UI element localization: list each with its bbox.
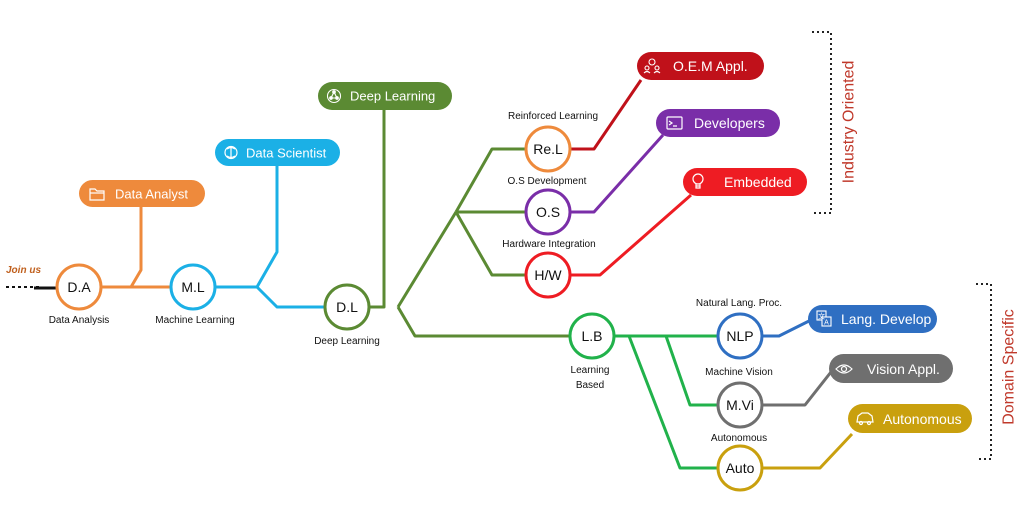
- node-os[interactable]: O.S: [524, 188, 572, 236]
- edge-mvi-vision: [763, 371, 833, 407]
- pill-deep-learning-label: Deep Learning: [350, 89, 435, 104]
- svg-text:文: 文: [818, 312, 825, 321]
- brain-icon: [224, 145, 238, 160]
- node-auto[interactable]: Auto: [716, 444, 764, 492]
- node-da[interactable]: D.A: [55, 263, 103, 311]
- pill-lang-develop-label: Lang. Develop: [841, 311, 932, 327]
- pill-oem-appl[interactable]: O.E.M Appl.: [637, 52, 764, 80]
- node-ml-label: M.L: [181, 279, 205, 295]
- node-da-label: D.A: [67, 279, 91, 295]
- people-gear-icon: [643, 58, 661, 74]
- edge-rel-oem: [571, 79, 643, 151]
- node-hw[interactable]: H/W: [524, 251, 572, 299]
- edge-nlp-lang: [763, 318, 812, 338]
- svg-text:A: A: [824, 320, 829, 327]
- node-os-caption: O.S Development: [508, 176, 587, 187]
- node-da-caption: Data Analysis: [49, 315, 110, 326]
- translate-icon: 文 A: [816, 310, 832, 327]
- edge-da-analyst: [129, 206, 143, 288]
- terminal-icon: [666, 116, 683, 130]
- node-mvi-label: M.Vi: [726, 397, 754, 413]
- edge-ml-scientist: [255, 165, 279, 288]
- node-lb[interactable]: L.B: [568, 312, 616, 360]
- edge-dl-industry: [396, 211, 458, 308]
- pill-deep-learning[interactable]: Deep Learning: [318, 82, 452, 110]
- node-mvi-caption: Machine Vision: [705, 367, 773, 378]
- node-dl-label: D.L: [336, 299, 358, 315]
- pill-embedded[interactable]: Embedded: [683, 168, 807, 196]
- pill-oem-appl-label: O.E.M Appl.: [673, 58, 748, 74]
- node-lb-caption-2: Based: [576, 380, 604, 391]
- node-rel-caption: Reinforced Learning: [508, 111, 598, 122]
- node-auto-label: Auto: [726, 460, 755, 476]
- domain-bracket: [976, 283, 992, 460]
- node-dl-caption: Deep Learning: [314, 336, 380, 347]
- industry-bracket: [812, 31, 832, 214]
- node-hw-caption: Hardware Integration: [502, 239, 595, 250]
- node-rel[interactable]: Re.L: [524, 125, 572, 173]
- node-ml-caption: Machine Learning: [155, 315, 235, 326]
- edge-lb-mvi: [664, 335, 717, 407]
- edge-industry-hw: [454, 211, 525, 277]
- node-nlp-label: NLP: [726, 328, 753, 344]
- node-auto-caption: Autonomous: [711, 433, 767, 444]
- node-dl[interactable]: D.L: [323, 283, 371, 331]
- car-icon: [856, 412, 874, 426]
- pill-developers[interactable]: Developers: [656, 109, 780, 137]
- pill-autonomous-label: Autonomous: [883, 411, 962, 427]
- folder-icon: [89, 188, 105, 201]
- pill-data-scientist[interactable]: Data Scientist: [215, 139, 340, 166]
- pill-data-analyst[interactable]: Data Analyst: [79, 180, 205, 207]
- eye-icon: [835, 364, 853, 374]
- node-hw-label: H/W: [534, 267, 562, 283]
- pill-data-scientist-label: Data Scientist: [246, 146, 327, 161]
- lightbulb-chip-icon: [692, 173, 704, 189]
- edge-os-developers: [571, 133, 665, 214]
- edge-lb-auto: [627, 335, 717, 470]
- node-lb-caption: Learning: [571, 365, 610, 376]
- industry-oriented-label: Industry Oriented: [841, 61, 858, 184]
- node-os-label: O.S: [536, 204, 560, 220]
- neural-network-icon: [326, 88, 342, 104]
- edge-ml-dl: [216, 285, 325, 309]
- pill-vision-appl[interactable]: Vision Appl.: [829, 354, 953, 383]
- edge-hw-embedded: [571, 193, 692, 277]
- pill-vision-appl-label: Vision Appl.: [867, 361, 940, 377]
- edge-dl-deep: [370, 109, 386, 309]
- pill-autonomous[interactable]: Autonomous: [848, 404, 972, 433]
- edge-auto-autonomous: [763, 432, 854, 470]
- join-us-label[interactable]: Join us: [6, 265, 41, 276]
- pill-data-analyst-label: Data Analyst: [115, 187, 188, 202]
- edge-industry-rel: [454, 147, 525, 213]
- node-nlp-caption: Natural Lang. Proc.: [696, 298, 782, 309]
- node-mvi[interactable]: M.Vi: [716, 381, 764, 429]
- pill-developers-label: Developers: [694, 115, 765, 131]
- edge-dl-lb: [396, 306, 570, 338]
- domain-specific-label: Domain Specific: [1001, 309, 1018, 425]
- pill-embedded-label: Embedded: [724, 174, 792, 190]
- node-lb-label: L.B: [581, 328, 602, 344]
- pill-lang-develop[interactable]: 文 A Lang. Develop: [808, 305, 937, 333]
- node-rel-label: Re.L: [533, 141, 563, 157]
- node-ml[interactable]: M.L: [169, 263, 217, 311]
- node-nlp[interactable]: NLP: [716, 312, 764, 360]
